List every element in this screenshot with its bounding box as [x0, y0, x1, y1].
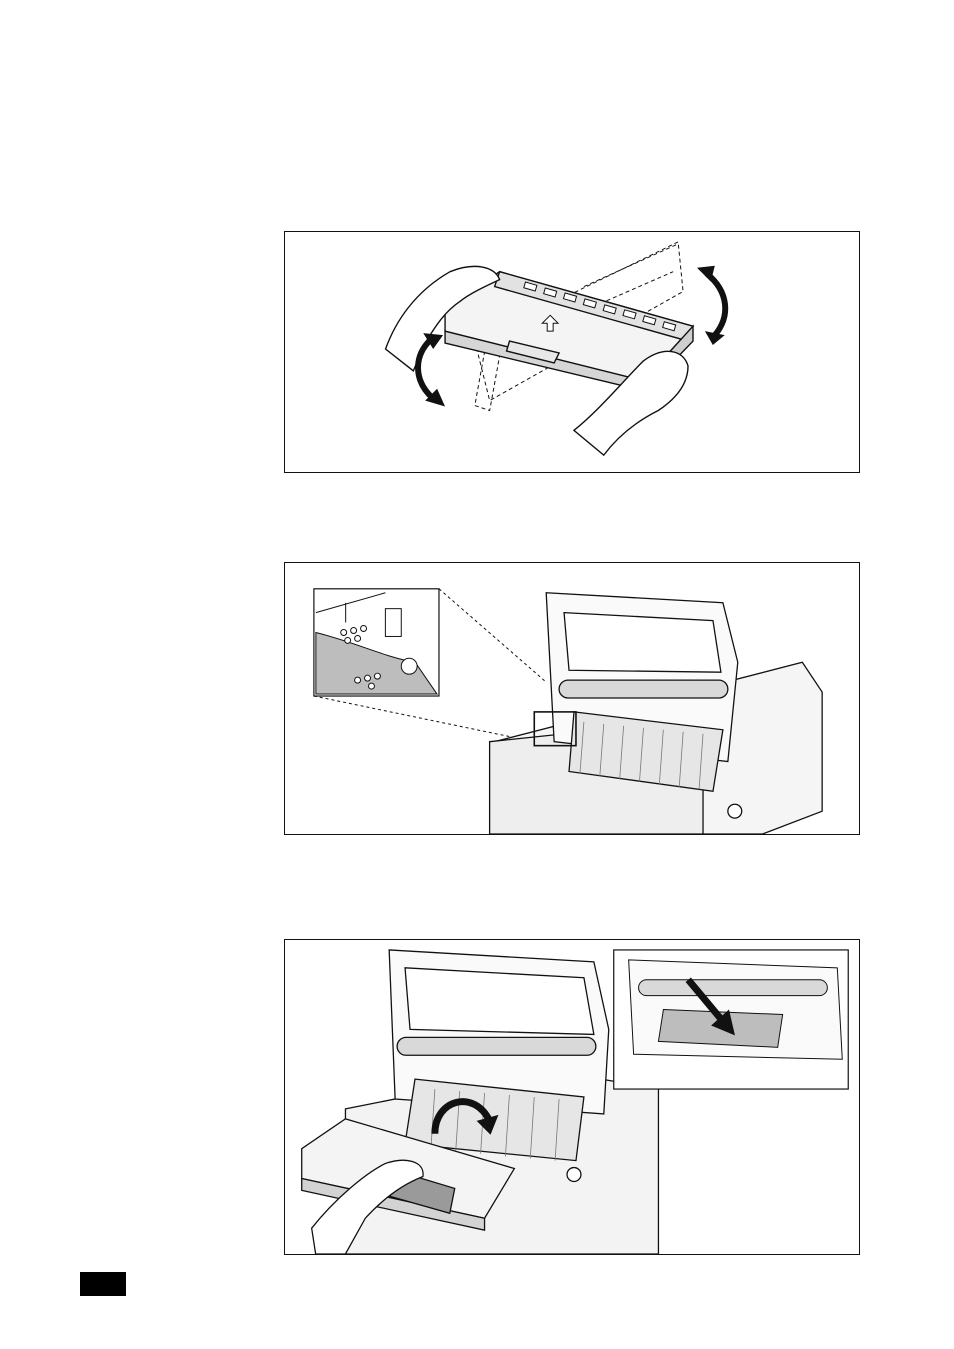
detail-inset — [614, 950, 849, 1089]
page-number-tab — [80, 1272, 126, 1296]
rock-arrow-right — [697, 266, 725, 345]
figure-shake-cartridge — [284, 231, 860, 473]
figure-open-printer — [284, 562, 860, 835]
illustration-shake-cartridge — [285, 232, 859, 472]
printer-body — [490, 593, 823, 834]
detail-inset — [314, 589, 439, 696]
illustration-insert-cartridge — [285, 940, 859, 1254]
figure-insert-cartridge — [284, 939, 860, 1255]
illustration-open-printer — [285, 563, 859, 834]
